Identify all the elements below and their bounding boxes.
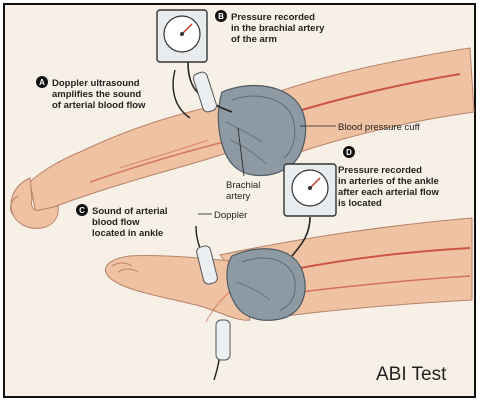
label-d-line4: is located: [338, 198, 382, 209]
label-brachial-line1: Brachial: [226, 180, 260, 191]
label-doppler: Doppler: [214, 210, 247, 221]
diagram-title: ABI Test: [376, 364, 447, 385]
label-a-line1: Doppler ultrasound: [52, 78, 140, 89]
label-c-line3: located in ankle: [92, 228, 163, 239]
label-a-line2: amplifies the sound: [52, 89, 141, 100]
label-d-line3: after each arterial flow: [338, 187, 439, 198]
label-d: D Pressure recorded in arteries of the a…: [338, 146, 439, 209]
badge-a-letter: A: [39, 78, 45, 87]
label-c: C Sound of arterial blood flow located i…: [76, 204, 167, 239]
label-a-line3: of arterial blood flow: [52, 100, 146, 111]
label-a: A Doppler ultrasound amplifies the sound…: [36, 76, 146, 111]
label-cuff: Blood pressure cuff: [338, 122, 420, 133]
badge-d-letter: D: [346, 148, 352, 157]
label-c-line1: Sound of arterial: [92, 206, 167, 217]
label-b: B Pressure recorded in the brachial arte…: [215, 10, 325, 45]
label-b-line2: in the brachial artery: [231, 23, 325, 34]
arm-cuff: [218, 86, 305, 176]
leg-cuff: [227, 249, 305, 320]
label-c-line2: blood flow: [92, 217, 140, 228]
label-brachial-line2: artery: [226, 191, 251, 202]
label-b-line3: of the arm: [231, 34, 277, 45]
label-d-line2: in arteries of the ankle: [338, 176, 439, 187]
badge-c-letter: C: [79, 206, 85, 215]
badge-b-letter: B: [218, 12, 224, 21]
label-d-line1: Pressure recorded: [338, 165, 422, 176]
label-b-line1: Pressure recorded: [231, 12, 315, 23]
